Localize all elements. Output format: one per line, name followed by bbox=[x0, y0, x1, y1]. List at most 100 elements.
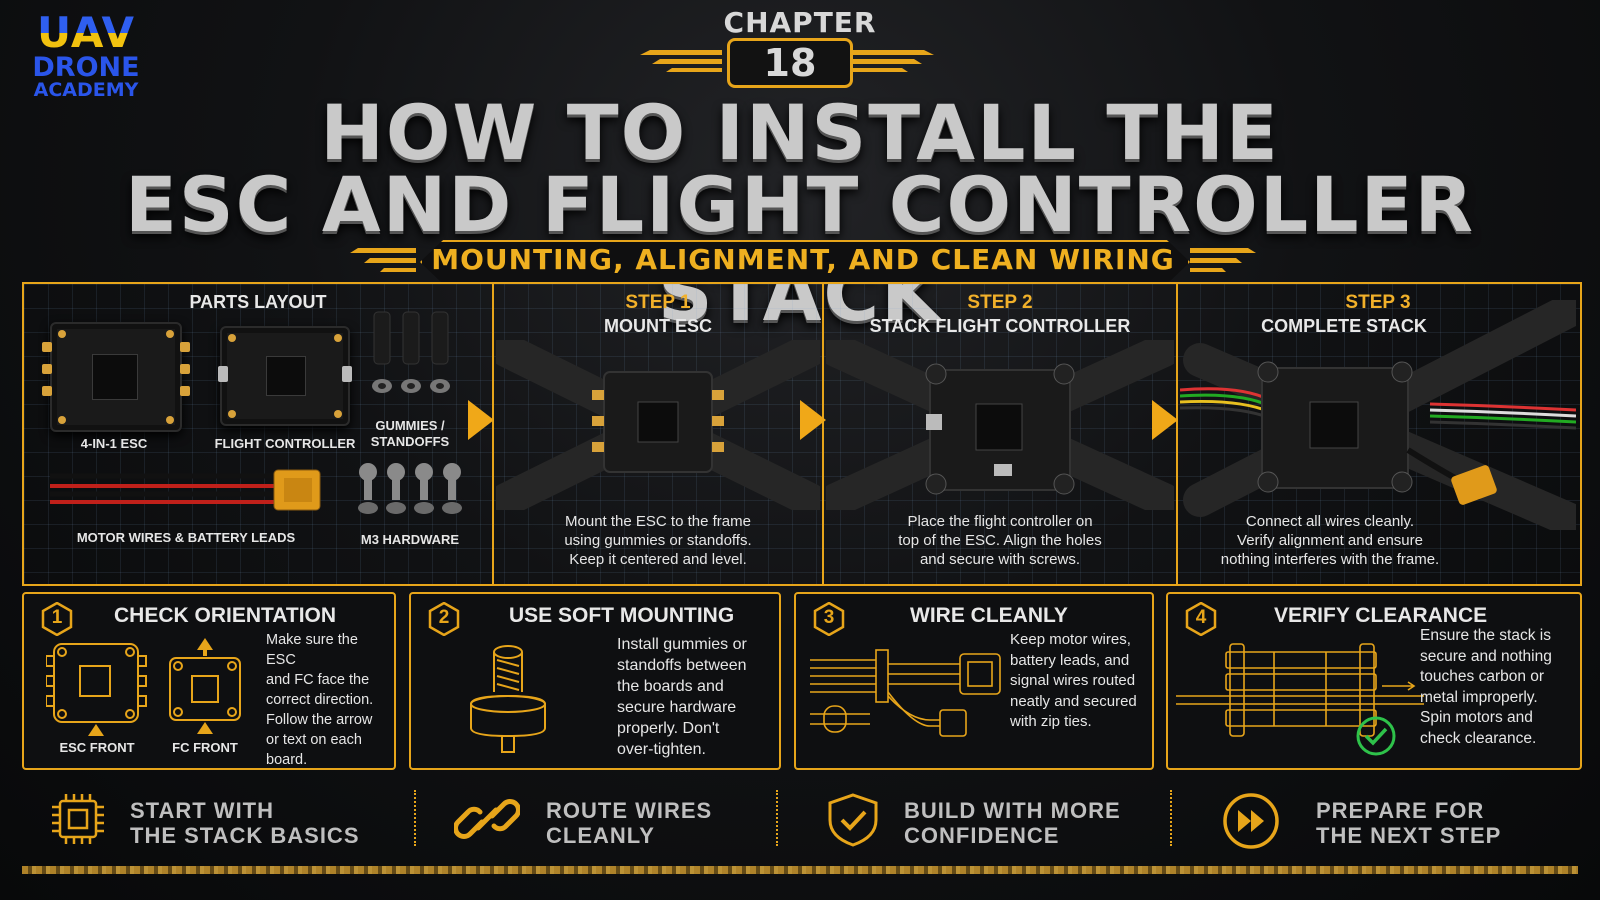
hexagon-badge-icon bbox=[428, 602, 460, 636]
arrow-right-icon bbox=[468, 400, 494, 440]
page-title-line-1: HOW TO INSTALL THE bbox=[320, 88, 1280, 177]
tip-card-orientation: 1 CHECK ORIENTATION ESC FRONT FC FRONT M… bbox=[22, 592, 396, 770]
tip-4-title: VERIFY CLEARANCE bbox=[1274, 604, 1488, 627]
bottom-decorative-stripe bbox=[22, 866, 1578, 874]
orientation-diagram-icon bbox=[46, 638, 241, 736]
step-3-number: STEP 3 bbox=[1345, 292, 1411, 313]
step-3-description: Connect all wires cleanly. Verify alignm… bbox=[1180, 512, 1480, 569]
footer-item-1-line: THE STACK BASICS bbox=[130, 823, 360, 848]
step-3-title: COMPLETE STACK bbox=[1261, 316, 1427, 336]
tip-1-text-line: Follow the arrow bbox=[266, 712, 373, 728]
step-2-title: STACK FLIGHT CONTROLLER bbox=[869, 316, 1131, 336]
tip-4-text-line: touches carbon or bbox=[1420, 668, 1545, 685]
tip-1-text-line: or text on each bbox=[266, 732, 362, 748]
step-1-desc-line: Mount the ESC to the frame bbox=[565, 513, 751, 530]
tip-2-text-line: the boards and bbox=[617, 678, 724, 695]
footer-divider bbox=[776, 790, 778, 846]
logo-line-drone: DRONE bbox=[32, 52, 140, 83]
arrow-right-icon bbox=[1152, 400, 1178, 440]
academy-logo: UAV DRONE ACADEMY bbox=[16, 12, 156, 100]
step-2-desc-line: Place the flight controller on bbox=[907, 513, 1093, 530]
step-3-desc-line: Connect all wires cleanly. bbox=[1245, 513, 1415, 530]
footer-divider bbox=[1170, 790, 1172, 846]
tip-4-text-line: Spin motors and bbox=[1420, 709, 1533, 726]
step-2-stack-image bbox=[826, 340, 1174, 510]
tip-1-text-line: board. bbox=[266, 752, 308, 768]
footer-item-2: ROUTE WIRES CLEANLY bbox=[546, 798, 712, 848]
m3-hardware-image bbox=[358, 463, 462, 514]
tip-4-text-line: secure and nothing bbox=[1420, 647, 1552, 665]
wires-caption: MOTOR WIRES & BATTERY LEADS bbox=[76, 530, 296, 545]
tip-2-text-line: secure hardware bbox=[617, 699, 737, 716]
tip-3-text-line: Keep motor wires, bbox=[1010, 631, 1131, 648]
battery-leads-image bbox=[50, 469, 321, 511]
tip-4-text: Ensure the stack is secure and nothing t… bbox=[1420, 626, 1576, 749]
step-1-title: MOUNT ESC bbox=[604, 316, 712, 336]
tip-3-text-line: neatly and secured bbox=[1010, 692, 1137, 710]
tip-1-number: 1 bbox=[51, 607, 63, 628]
tip-2-text-line: properly. Don't bbox=[617, 720, 720, 737]
step-2-description: Place the flight controller on top of th… bbox=[824, 512, 1176, 569]
flight-controller-image bbox=[218, 326, 352, 426]
esc-front-label: ESC FRONT bbox=[59, 740, 135, 755]
fc-front-label: FC FRONT bbox=[172, 740, 238, 755]
footer-item-1-line: START WITH bbox=[130, 798, 275, 823]
step-1-desc-line: Keep it centered and level. bbox=[569, 551, 747, 568]
chapter-label: CHAPTER bbox=[723, 6, 877, 39]
hexagon-badge-icon bbox=[1185, 602, 1217, 636]
wiring-diagram-icon bbox=[810, 649, 1001, 737]
tip-card-soft-mounting: 2 USE SOFT MOUNTING Install gummies or s… bbox=[409, 592, 781, 770]
esc-board-image bbox=[42, 322, 190, 432]
tip-2-text-line: Install gummies or bbox=[617, 636, 747, 653]
subtitle: MOUNTING, ALIGNMENT, AND CLEAN WIRING bbox=[431, 243, 1175, 276]
subtitle-right-wing bbox=[1190, 248, 1256, 272]
footer-item-3: BUILD WITH MORE CONFIDENCE bbox=[904, 798, 1121, 848]
step-3-desc-line: Verify alignment and ensure bbox=[1237, 532, 1423, 549]
tip-1-text: Make sure the ESC and FC face the correc… bbox=[266, 630, 390, 770]
chip-icon bbox=[52, 794, 104, 844]
subtitle-left-wing bbox=[350, 248, 416, 272]
gummies-caption-line-2: STANDOFFS bbox=[370, 434, 450, 449]
logo-line-academy: ACADEMY bbox=[33, 79, 139, 101]
tip-2-text-line: standoffs between bbox=[617, 657, 747, 674]
tip-2-number: 2 bbox=[438, 607, 450, 628]
footer-item-2-line: CLEANLY bbox=[546, 823, 655, 848]
tip-4-text-line: Ensure the stack is bbox=[1420, 627, 1551, 644]
footer-item-3-line: CONFIDENCE bbox=[904, 823, 1060, 848]
tip-4-text-line: metal improperly. bbox=[1420, 688, 1538, 706]
m3-hardware-caption: M3 HARDWARE bbox=[360, 532, 460, 547]
tip-3-text: Keep motor wires, battery leads, and sig… bbox=[1010, 630, 1148, 733]
flight-controller-caption: FLIGHT CONTROLLER bbox=[214, 436, 356, 451]
footer-item-3-line: BUILD WITH MORE bbox=[904, 798, 1121, 823]
tip-2-text-line: over-tighten. bbox=[617, 741, 706, 758]
soft-mount-gummy-icon bbox=[470, 645, 546, 753]
standoffs-image bbox=[372, 311, 450, 393]
tip-1-text-line: correct direction. bbox=[266, 692, 374, 708]
hexagon-badge-icon bbox=[813, 602, 845, 636]
tip-3-title: WIRE CLEANLY bbox=[910, 604, 1068, 627]
tip-3-text-line: with zip ties. bbox=[1010, 713, 1092, 730]
parts-layout-title: PARTS LAYOUT bbox=[189, 292, 327, 312]
right-wing-ornament bbox=[852, 50, 934, 72]
tip-2-text: Install gummies or standoffs between the… bbox=[617, 634, 775, 760]
footer-item-1: START WITH THE STACK BASICS bbox=[130, 798, 360, 848]
gummies-caption-line-1: GUMMIES / bbox=[375, 418, 445, 433]
tip-4-number: 4 bbox=[1195, 607, 1207, 628]
footer-item-2-line: ROUTE WIRES bbox=[546, 798, 713, 823]
shield-check-icon bbox=[828, 793, 878, 847]
tip-3-number: 3 bbox=[823, 607, 835, 628]
tip-1-text-line: Make sure the ESC bbox=[266, 632, 358, 668]
tip-1-title: CHECK ORIENTATION bbox=[114, 604, 337, 627]
step-2-desc-line: and secure with screws. bbox=[919, 551, 1081, 568]
footer-item-4-line: PREPARE FOR bbox=[1316, 798, 1485, 823]
footer-item-4: PREPARE FOR THE NEXT STEP bbox=[1316, 798, 1501, 848]
step-2-number: STEP 2 bbox=[967, 292, 1033, 313]
chapter-number: 18 bbox=[727, 38, 853, 88]
esc-caption: 4-IN-1 ESC bbox=[80, 436, 148, 451]
footer-item-4-line: THE NEXT STEP bbox=[1316, 823, 1502, 848]
tip-2-title: USE SOFT MOUNTING bbox=[509, 604, 735, 627]
tip-card-clearance: 4 VERIFY CLEARANCE Ensure the stack is s… bbox=[1166, 592, 1582, 770]
arrow-right-icon bbox=[800, 400, 826, 440]
tip-3-text-line: battery leads, and bbox=[1010, 651, 1130, 669]
step-3-complete-image bbox=[1180, 300, 1576, 530]
